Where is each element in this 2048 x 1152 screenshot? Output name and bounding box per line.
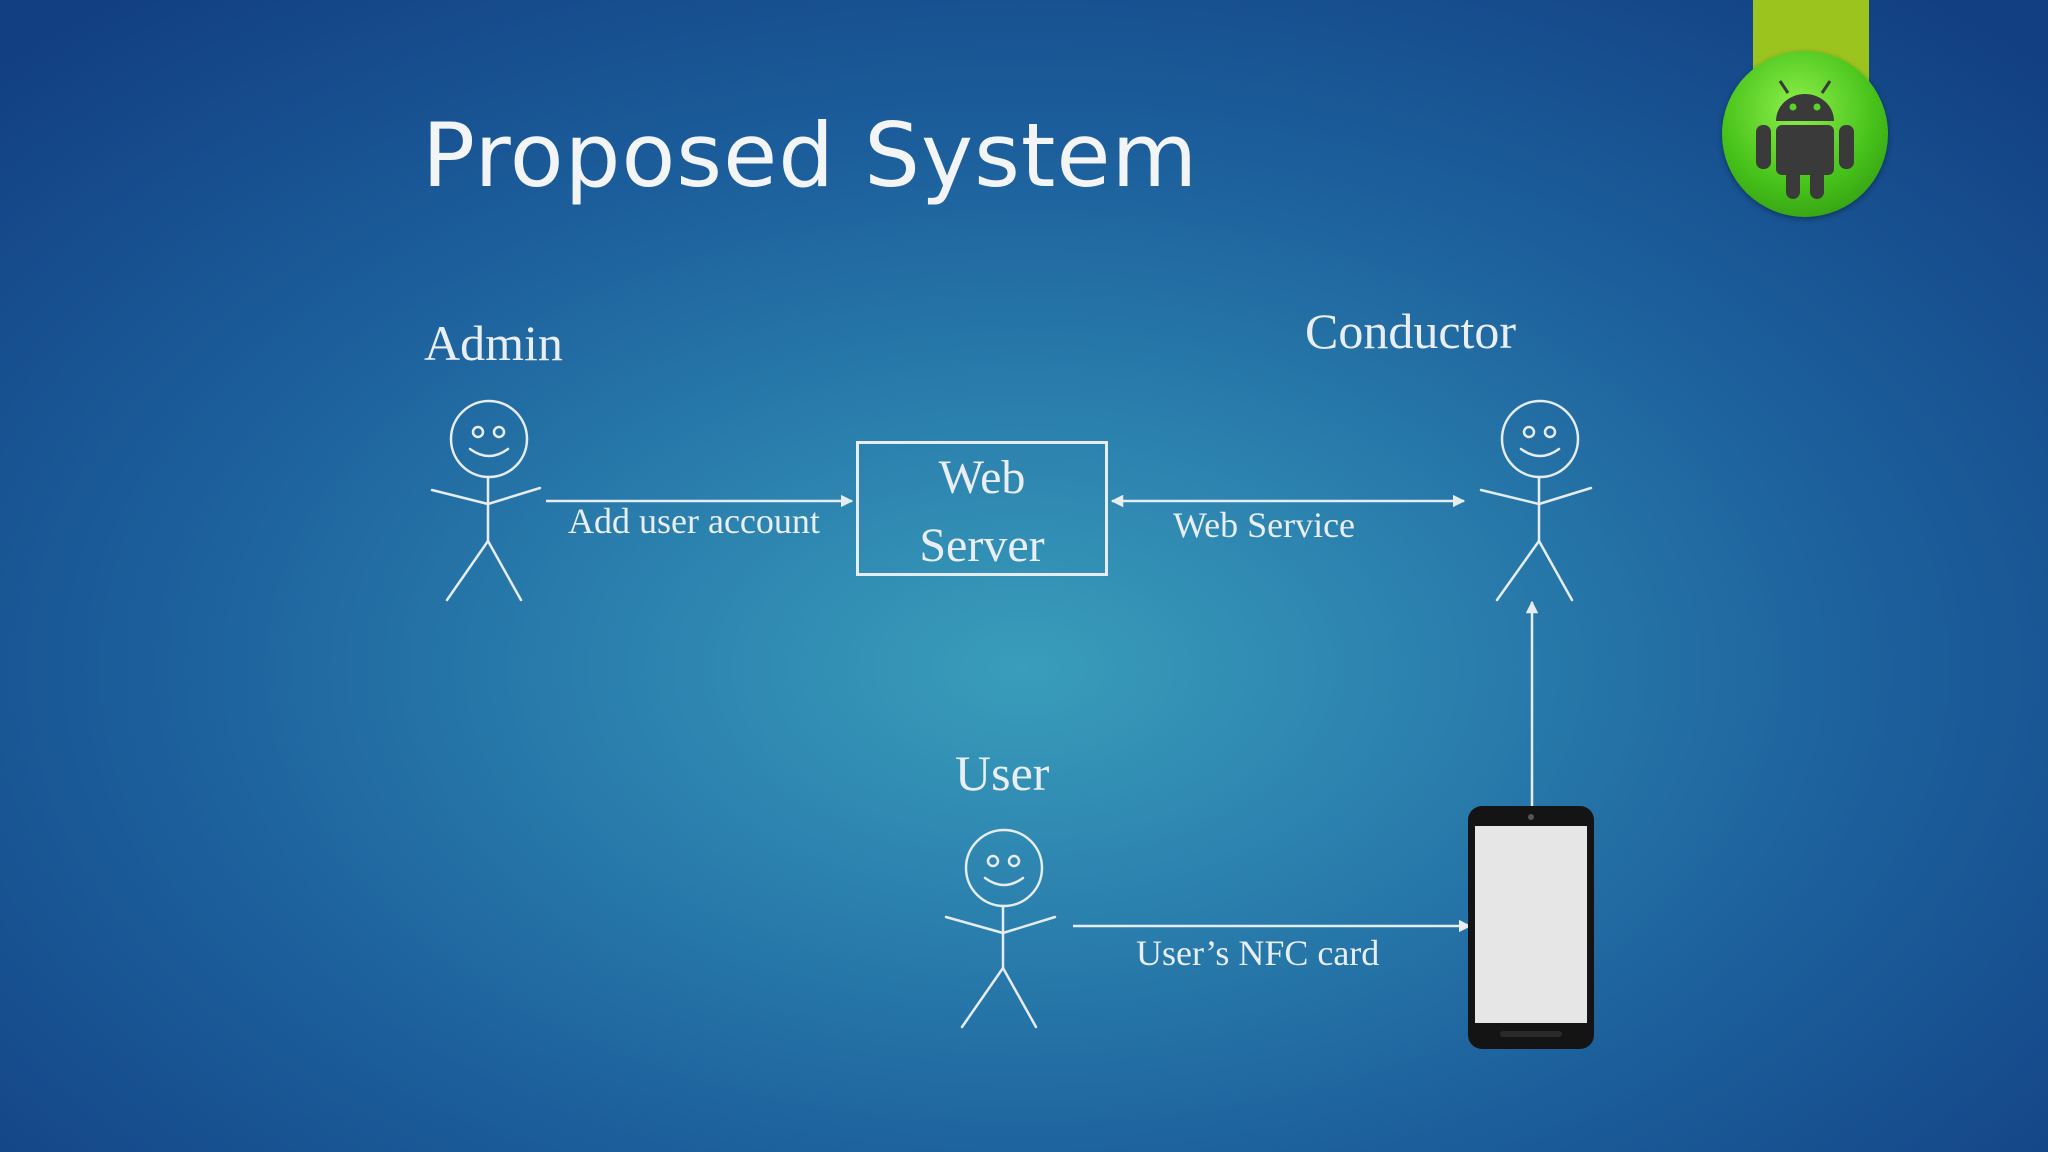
admin-label: Admin xyxy=(424,315,563,371)
android-icon xyxy=(1722,51,1888,217)
web-server-box: Web Server xyxy=(856,441,1108,576)
user-label: User xyxy=(955,745,1050,801)
web-server-label-line2: Server xyxy=(919,519,1045,572)
conductor-stick-figure xyxy=(1479,399,1593,602)
user-stick-figure xyxy=(944,828,1057,1029)
web-server-label-line1: Web xyxy=(938,451,1026,504)
add-user-account-label: Add user account xyxy=(568,501,820,541)
slide-title: Proposed System xyxy=(422,104,1199,207)
nfc-card-label: User’s NFC card xyxy=(1136,933,1380,973)
conductor-label: Conductor xyxy=(1305,303,1517,359)
admin-stick-figure xyxy=(430,399,542,602)
smartphone-icon xyxy=(1468,806,1594,1049)
web-service-label: Web Service xyxy=(1173,505,1356,545)
